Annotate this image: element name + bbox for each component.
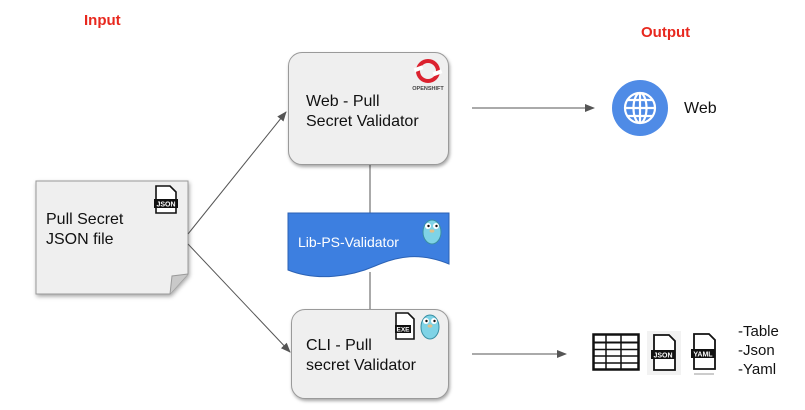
format-yaml: -Yaml (738, 361, 777, 378)
input-document-label: Pull Secret JSON file (46, 211, 124, 248)
input-heading: Input (84, 12, 121, 29)
arrow-input-to-cli (187, 243, 291, 353)
web-validator-box (288, 52, 449, 165)
svg-text:EXE: EXE (396, 327, 410, 334)
json-file-icon: JSON (154, 185, 178, 214)
format-json: -Json (738, 342, 775, 359)
openshift-logo-icon: OPENSHIFT (410, 56, 446, 94)
cli-validator-box (291, 309, 449, 399)
gopher-icon-cli (419, 310, 441, 340)
web-validator-label: Web - Pull Secret Validator (306, 93, 419, 130)
output-format-list: -Table -Json -Yaml (738, 322, 779, 379)
input-document (35, 180, 189, 295)
yaml-icon: YAML (686, 331, 722, 377)
svg-text:YAML: YAML (693, 352, 713, 359)
table-icon (592, 333, 640, 371)
json-icon: JSON (647, 331, 681, 375)
arrow-input-to-web (187, 111, 287, 235)
output-heading: Output (641, 24, 691, 41)
svg-text:OPENSHIFT: OPENSHIFT (412, 86, 444, 92)
cli-validator-label: CLI - Pull secret Validator (306, 337, 416, 374)
format-table: -Table (738, 323, 779, 340)
lib-validator-shape (287, 212, 450, 278)
web-output-label: Web (684, 100, 717, 117)
gopher-icon (421, 215, 443, 245)
lib-validator-label: Lib-PS-Validator (298, 234, 399, 250)
exe-file-icon: EXE (394, 312, 416, 340)
svg-text:JSON: JSON (156, 202, 175, 209)
svg-text:JSON: JSON (653, 353, 672, 360)
globe-icon (611, 79, 669, 137)
